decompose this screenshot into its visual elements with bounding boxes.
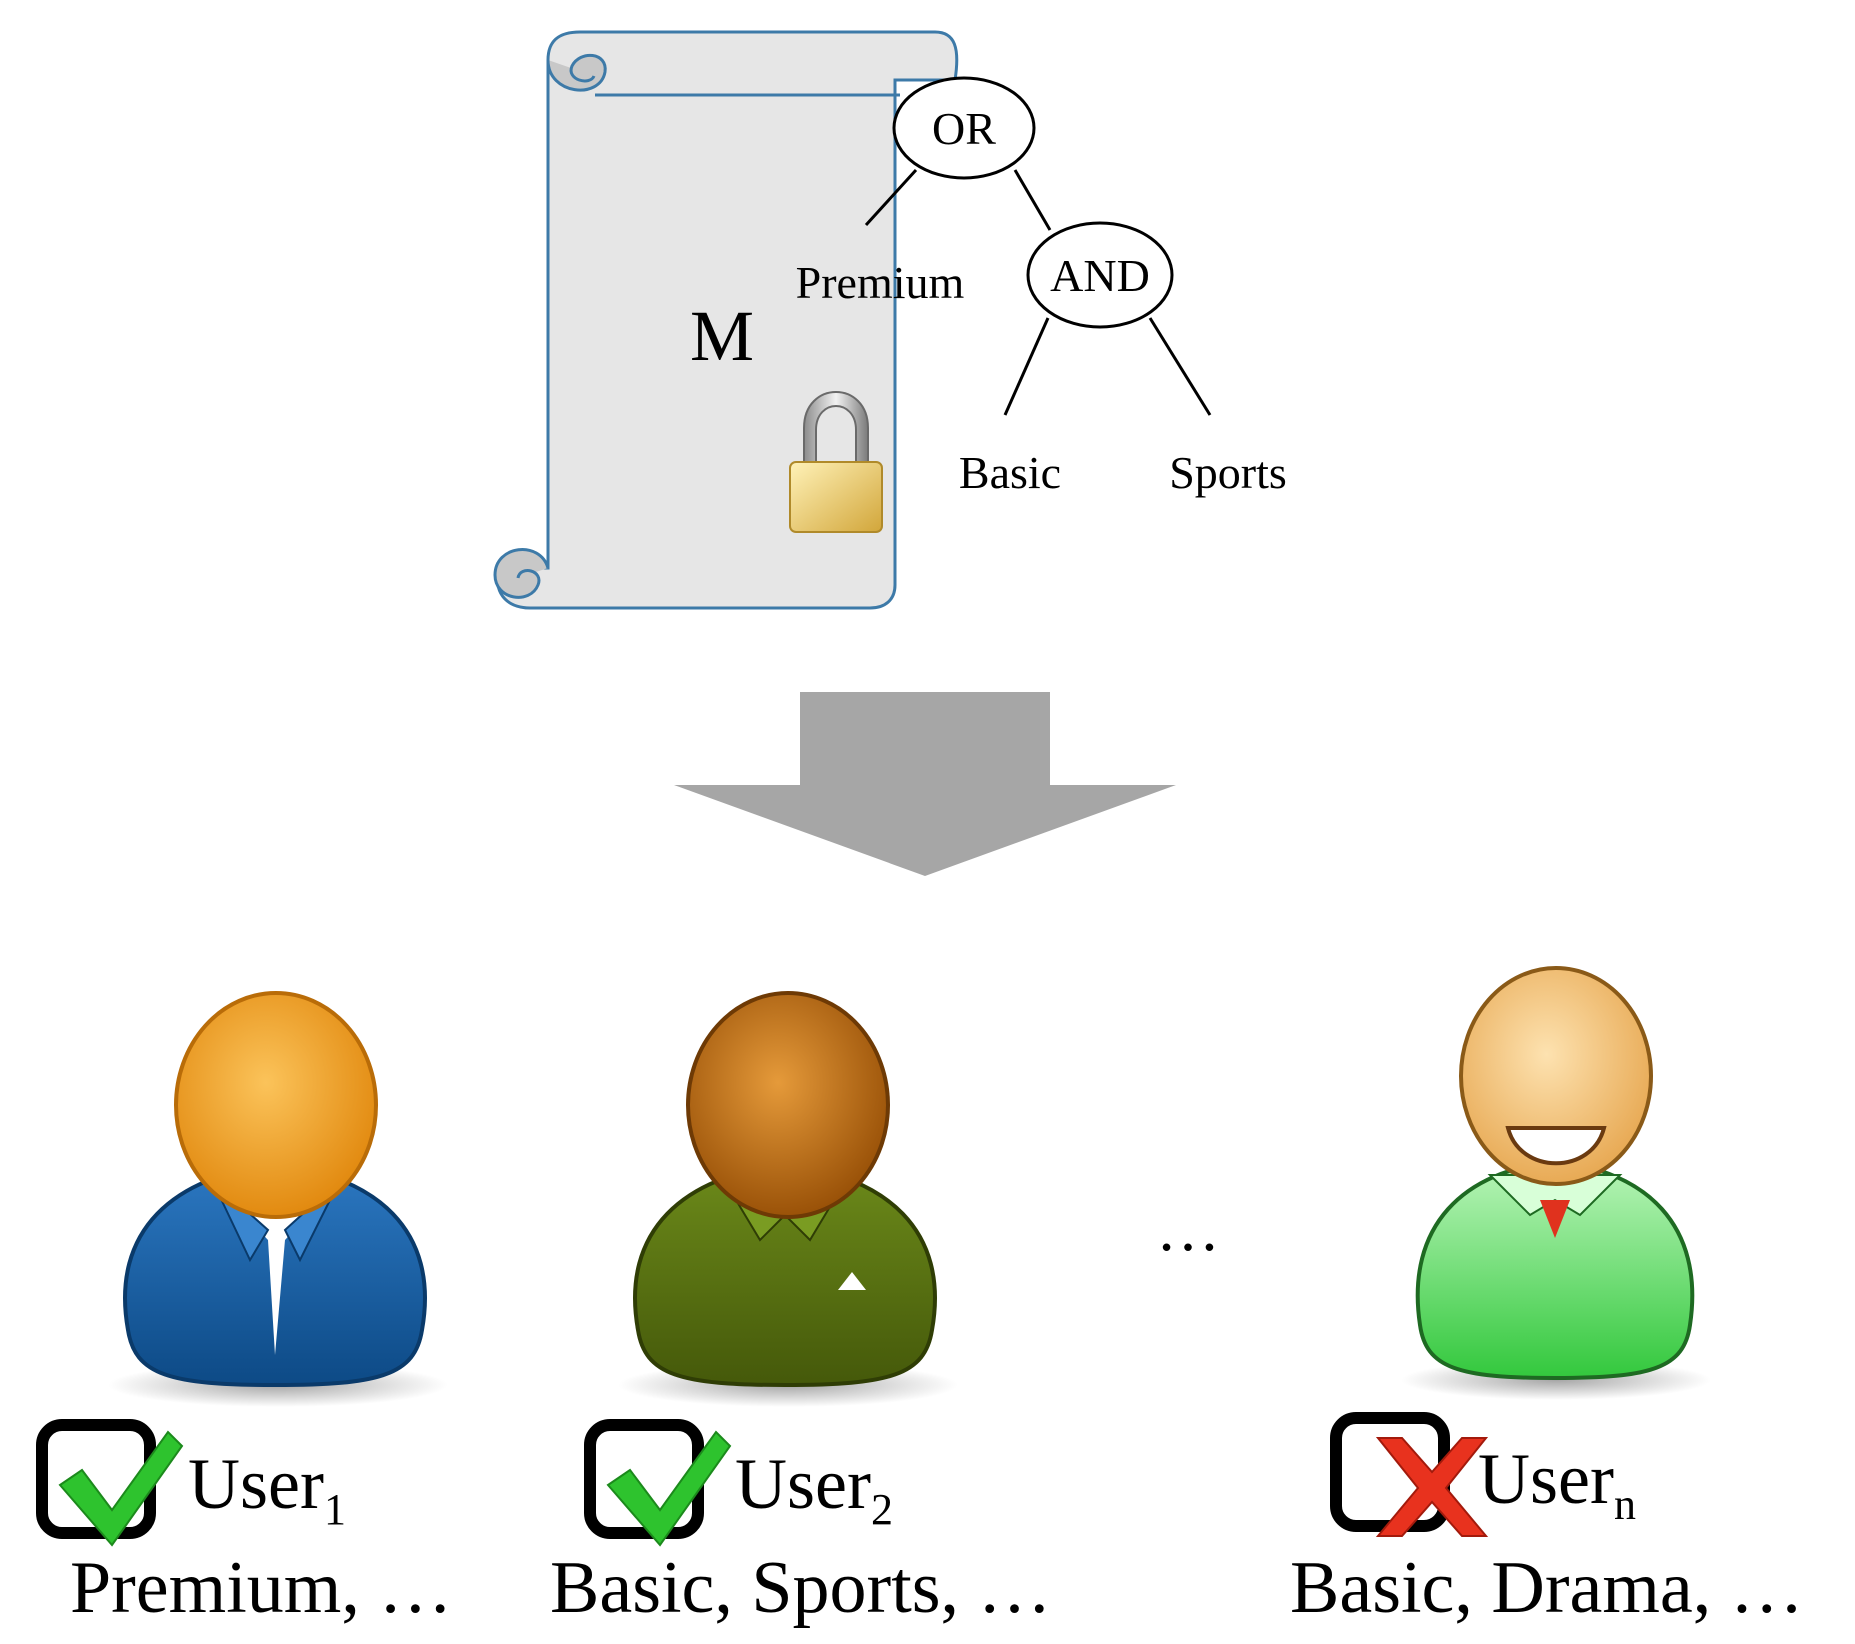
scroll-bottom-curl: [493, 548, 550, 599]
user-1-attributes: Premium, …: [70, 1547, 452, 1629]
leaf-sports-label: Sports: [1169, 447, 1287, 498]
access-policy-tree: OR AND Premium Basic Sports: [796, 76, 1287, 498]
user-2-head: [686, 991, 890, 1219]
user-2-subscript: 2: [871, 1485, 893, 1534]
user-1-collar: [212, 1180, 340, 1355]
user-n-subscript: n: [1614, 1480, 1636, 1529]
user-2: [618, 991, 958, 1407]
edge-or-premium: [864, 168, 918, 227]
user-n-collar: [1487, 1174, 1623, 1217]
users-ellipsis: …: [1156, 1193, 1220, 1264]
edge-and-sports: [1148, 317, 1212, 416]
user-2-body: [633, 1162, 937, 1388]
and-node: [1026, 221, 1174, 329]
user-n-tie: [1540, 1200, 1570, 1238]
user-1-check-icon: [58, 1430, 184, 1547]
edge-or-and: [1013, 169, 1052, 231]
user-2-name: User2: [735, 1444, 893, 1534]
user-2-check-icon: [606, 1430, 732, 1547]
user-1-access-granted-icon: [36, 1419, 184, 1547]
scroll-top-curl: [546, 53, 607, 92]
padlock-icon: [789, 391, 883, 533]
user-2-pocket-square: [838, 1272, 866, 1290]
and-node-label: AND: [1050, 250, 1150, 301]
or-node-label: OR: [932, 103, 996, 154]
user-1: [108, 991, 448, 1407]
user-n-access-denied-icon: [1330, 1412, 1489, 1537]
user-n-attributes: Basic, Drama, …: [1290, 1547, 1804, 1629]
leaf-premium-label: Premium: [796, 257, 965, 308]
user-n: [1401, 966, 1711, 1400]
user-n-body: [1415, 1159, 1695, 1381]
document-label: M: [690, 296, 754, 376]
leaf-basic-label: Basic: [959, 447, 1061, 498]
user-n-smile: [1505, 1126, 1607, 1166]
user-1-subscript: 1: [324, 1485, 346, 1534]
padlock-body: [789, 461, 883, 533]
user-2-attributes: Basic, Sports, …: [550, 1547, 1052, 1629]
user-2-access-granted-icon: [584, 1419, 732, 1547]
down-arrow-icon: [674, 692, 1176, 876]
encrypted-document-scroll: M: [493, 30, 959, 610]
user-1-head: [174, 991, 378, 1219]
user-n-cross-icon: [1375, 1437, 1489, 1537]
user-n-name: Usern: [1478, 1439, 1636, 1529]
or-node: [892, 76, 1036, 180]
user-1-name: User1: [188, 1444, 346, 1534]
edge-and-basic: [1003, 317, 1050, 416]
